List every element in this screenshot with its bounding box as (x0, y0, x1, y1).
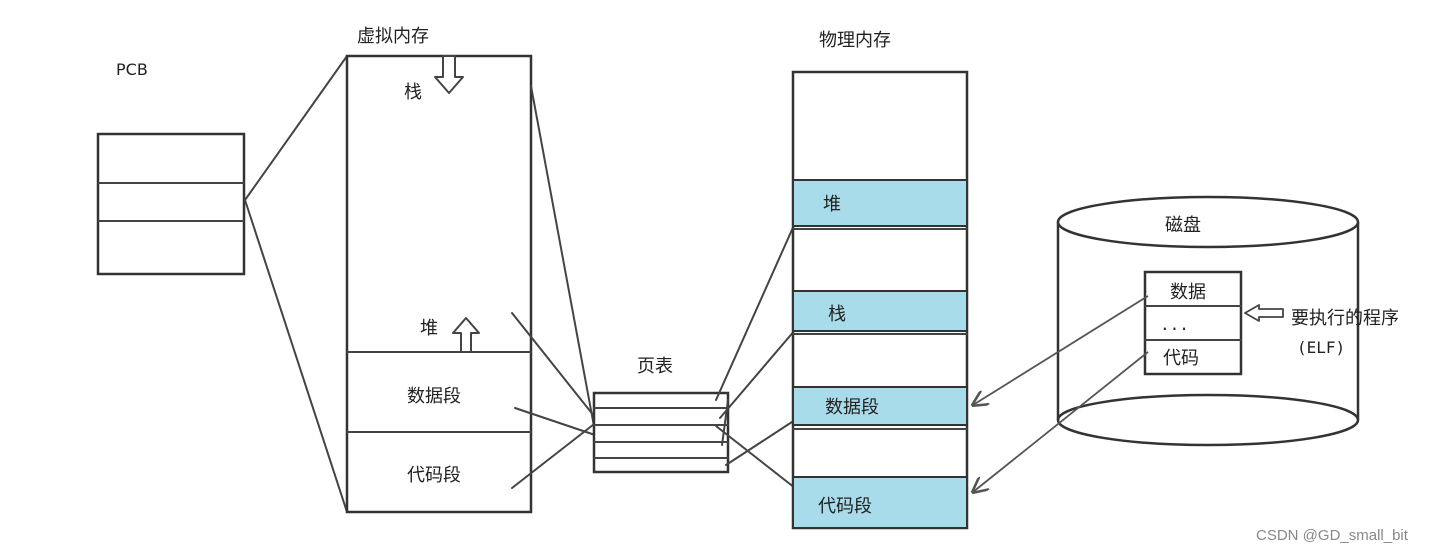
virtual-heap-label: 堆 (420, 318, 438, 339)
page-table-box (592, 391, 730, 474)
physical-memory-box (791, 70, 969, 530)
disk-code-label: 代码 (1163, 348, 1199, 369)
up-arrow-icon (452, 317, 480, 353)
virtual-data-segment-label: 数据段 (407, 386, 461, 407)
physical-heap-label: 堆 (823, 194, 841, 215)
virtual-memory-title: 虚拟内存 (357, 26, 429, 47)
disk-data-label: 数据 (1170, 282, 1206, 303)
virtual-to-pagetable-lines (511, 85, 599, 489)
pcb-label: PCB (116, 60, 148, 79)
left-arrow-icon (1244, 304, 1284, 322)
physical-data-segment-label: 数据段 (825, 397, 879, 418)
disk-ellipsis-label: ... (1160, 315, 1189, 334)
watermark: CSDN @GD_small_bit (1256, 527, 1409, 544)
down-arrow-icon (434, 55, 464, 94)
virtual-stack-label: 栈 (404, 82, 422, 103)
disk-to-physical-arrows (973, 295, 1149, 492)
physical-stack-label: 栈 (828, 304, 846, 325)
elf-file-box (1143, 270, 1243, 376)
physical-code-segment-label: 代码段 (818, 496, 872, 517)
pagetable-to-physical-lines (715, 222, 796, 489)
page-table-title: 页表 (637, 356, 673, 377)
physical-memory-title: 物理内存 (819, 30, 891, 51)
program-format-label: (ELF) (1297, 338, 1345, 357)
virtual-memory-box (345, 54, 533, 514)
disk-title: 磁盘 (1165, 215, 1201, 236)
virtual-code-segment-label: 代码段 (407, 465, 461, 486)
pcb-box (96, 132, 246, 276)
pcb-to-virtual-lines (244, 55, 348, 513)
program-label: 要执行的程序 (1291, 308, 1399, 329)
